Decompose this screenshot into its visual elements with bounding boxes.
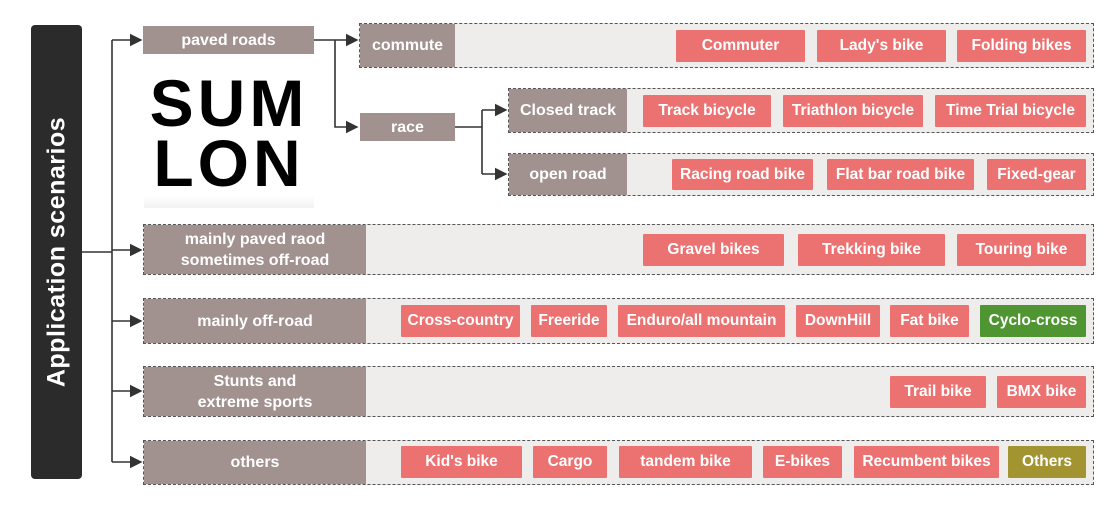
node-closed-track: Closed track bbox=[509, 89, 627, 132]
tag-freeride: Freeride bbox=[531, 305, 607, 337]
node-mainly-offroad: mainly off-road bbox=[144, 299, 366, 343]
tag-triathlon-bicycle: Triathlon bicycle bbox=[783, 95, 923, 127]
node-stunts-line-2: extreme sports bbox=[197, 393, 313, 411]
tag-gravel-bikes: Gravel bikes bbox=[643, 234, 784, 266]
node-commute-label: commute bbox=[371, 37, 444, 54]
node-race-label: race bbox=[391, 118, 424, 136]
node-race: race bbox=[360, 113, 455, 141]
tag-recumbent-bikes: Recumbent bikes bbox=[854, 446, 999, 478]
node-open-road: open road bbox=[509, 154, 627, 195]
application-scenarios-spine: Application scenarios bbox=[31, 25, 82, 479]
tag-racing-road-bike: Racing road bike bbox=[672, 159, 813, 190]
logo-line-1: SUM bbox=[149, 66, 309, 140]
node-mainly-offroad-label: mainly off-road bbox=[197, 312, 313, 330]
tag-folding-bikes: Folding bikes bbox=[957, 30, 1086, 62]
node-others: others bbox=[144, 441, 366, 484]
tag-others: Others bbox=[1008, 446, 1086, 478]
tag-track-bicycle: Track bicycle bbox=[643, 95, 771, 127]
node-paved-roads-label: paved roads bbox=[181, 31, 276, 49]
node-others-label: others bbox=[230, 454, 280, 471]
tag-flat-bar-road-bike: Flat bar road bike bbox=[827, 159, 974, 190]
tag-touring-bike: Touring bike bbox=[957, 234, 1086, 266]
tag-enduro-all-mountain: Enduro/all mountain bbox=[618, 305, 785, 337]
tag-fat-bike: Fat bike bbox=[890, 305, 969, 337]
tag-cross-country: Cross-country bbox=[401, 305, 520, 337]
tag-fixed-gear: Fixed-gear bbox=[987, 159, 1086, 190]
node-stunts-line-1: Stunts and bbox=[213, 372, 297, 390]
node-commute: commute bbox=[360, 24, 455, 67]
node-mainly-paved: mainly paved raod sometimes off-road bbox=[144, 225, 366, 274]
node-closed-track-label: Closed track bbox=[519, 102, 617, 119]
tag-e-bikes: E-bikes bbox=[763, 446, 842, 478]
tag-downhill: DownHill bbox=[796, 305, 880, 337]
node-paved-roads: paved roads bbox=[143, 26, 314, 54]
tag-ladys-bike: Lady's bike bbox=[817, 30, 946, 62]
node-stunts: Stunts and extreme sports bbox=[144, 367, 366, 416]
tag-cargo: Cargo bbox=[533, 446, 607, 478]
tag-tandem-bike: tandem bike bbox=[619, 446, 752, 478]
logo-line-2: LON bbox=[153, 126, 305, 200]
node-open-road-label: open road bbox=[529, 166, 607, 183]
tag-commuter: Commuter bbox=[676, 30, 805, 62]
tag-cyclo-cross: Cyclo-cross bbox=[980, 305, 1086, 337]
tag-kids-bike: Kid's bike bbox=[401, 446, 522, 478]
spine-label: Application scenarios bbox=[42, 116, 70, 388]
tag-trekking-bike: Trekking bike bbox=[798, 234, 945, 266]
node-mainly-paved-line-2: sometimes off-road bbox=[180, 251, 330, 269]
tag-time-trial-bicycle: Time Trial bicycle bbox=[935, 95, 1086, 127]
tag-trail-bike: Trail bike bbox=[890, 376, 986, 408]
node-mainly-paved-line-1: mainly paved raod bbox=[184, 230, 326, 248]
sumlon-logo: SUM LON bbox=[144, 58, 314, 208]
tag-bmx-bike: BMX bike bbox=[997, 376, 1086, 408]
